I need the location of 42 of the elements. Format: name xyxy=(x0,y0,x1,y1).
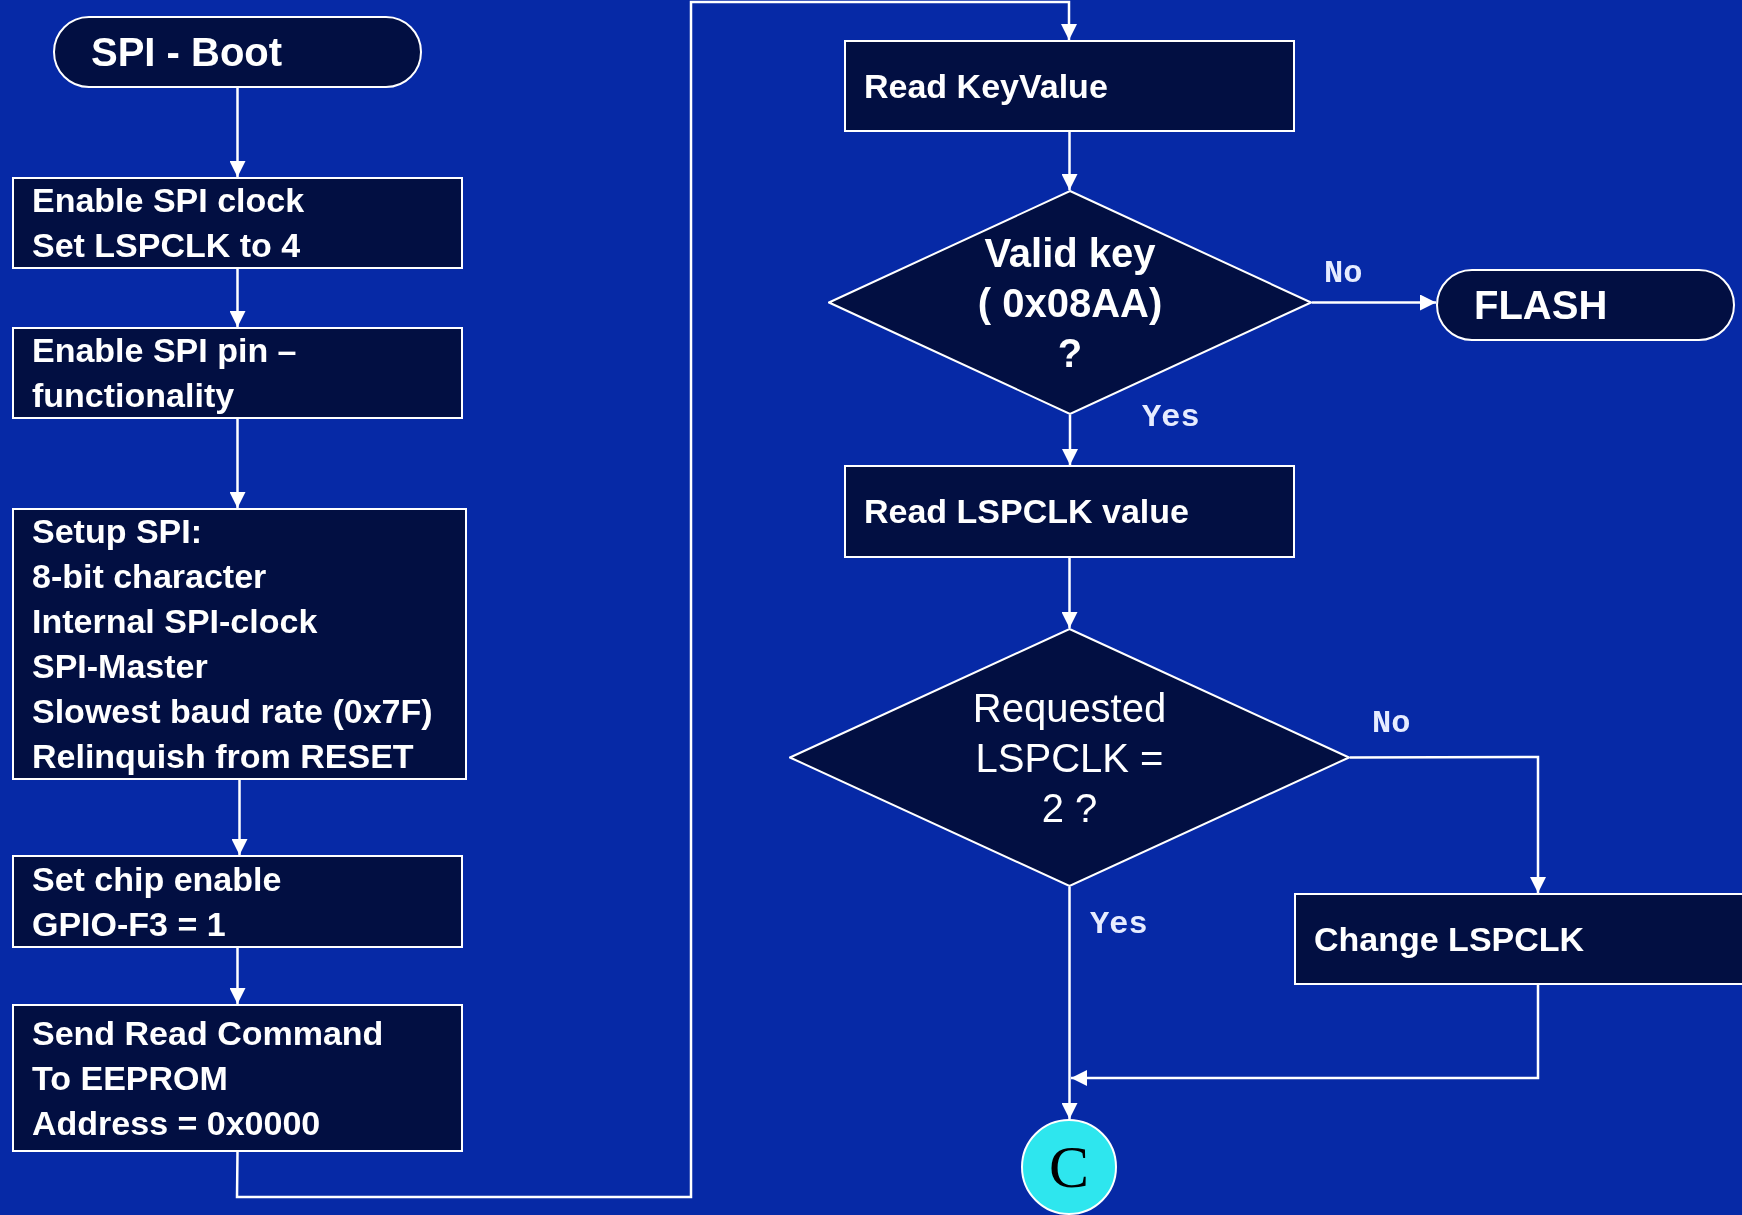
arrow xyxy=(1350,755,1546,893)
step-text: Setup SPI: xyxy=(32,511,204,552)
arrow xyxy=(1061,132,1078,190)
process-box xyxy=(12,855,463,948)
process-box xyxy=(12,1004,463,1152)
arrow xyxy=(1061,558,1078,628)
arrow xyxy=(231,780,248,855)
step-text: Read LSPCLK value xyxy=(864,491,1190,532)
arrow xyxy=(229,269,246,327)
process-box xyxy=(12,327,463,419)
decision-text: Valid key ( 0x08AA) ? xyxy=(977,229,1163,377)
step-text: 8-bit character xyxy=(32,556,268,597)
step-text: SPI-Master xyxy=(32,646,209,687)
arrow xyxy=(229,419,246,508)
terminal-text: SPI - Boot xyxy=(91,29,283,75)
process-box xyxy=(12,177,463,269)
decision-text: Requested LSPCLK = 2 ? xyxy=(971,684,1168,832)
step-text: Relinquish from RESET xyxy=(32,736,415,777)
arrow xyxy=(1312,294,1436,311)
step-text: Slowest baud rate (0x7F) xyxy=(32,691,434,732)
arrow xyxy=(235,0,1077,1199)
step-text: Address = 0x0000 xyxy=(32,1102,322,1144)
step-text: Read KeyValue xyxy=(864,65,1109,107)
arrow xyxy=(1062,415,1078,465)
step-text: Send Read Command To EEPROM xyxy=(32,1012,385,1099)
step-text: GPIO-F3 = 1 xyxy=(32,903,227,945)
arrow xyxy=(1071,985,1540,1086)
process-box xyxy=(1294,893,1742,985)
terminal-text: FLASH xyxy=(1474,282,1608,328)
connector-letter: C xyxy=(1049,1132,1089,1202)
process-box xyxy=(12,508,467,780)
step-text: Internal SPI-clock xyxy=(32,601,319,642)
arrow xyxy=(229,88,246,177)
arrow xyxy=(229,948,246,1004)
step-text: Enable SPI pin – functionality xyxy=(32,330,298,416)
process-box xyxy=(844,40,1295,132)
step-text: Set chip enable xyxy=(32,858,283,900)
step-text: Enable SPI clock xyxy=(32,180,306,221)
process-box xyxy=(844,465,1295,558)
arrow xyxy=(1061,887,1078,1119)
step-text: Change LSPCLK xyxy=(1314,918,1586,960)
step-text: Set LSPCLK to 4 xyxy=(32,225,302,266)
